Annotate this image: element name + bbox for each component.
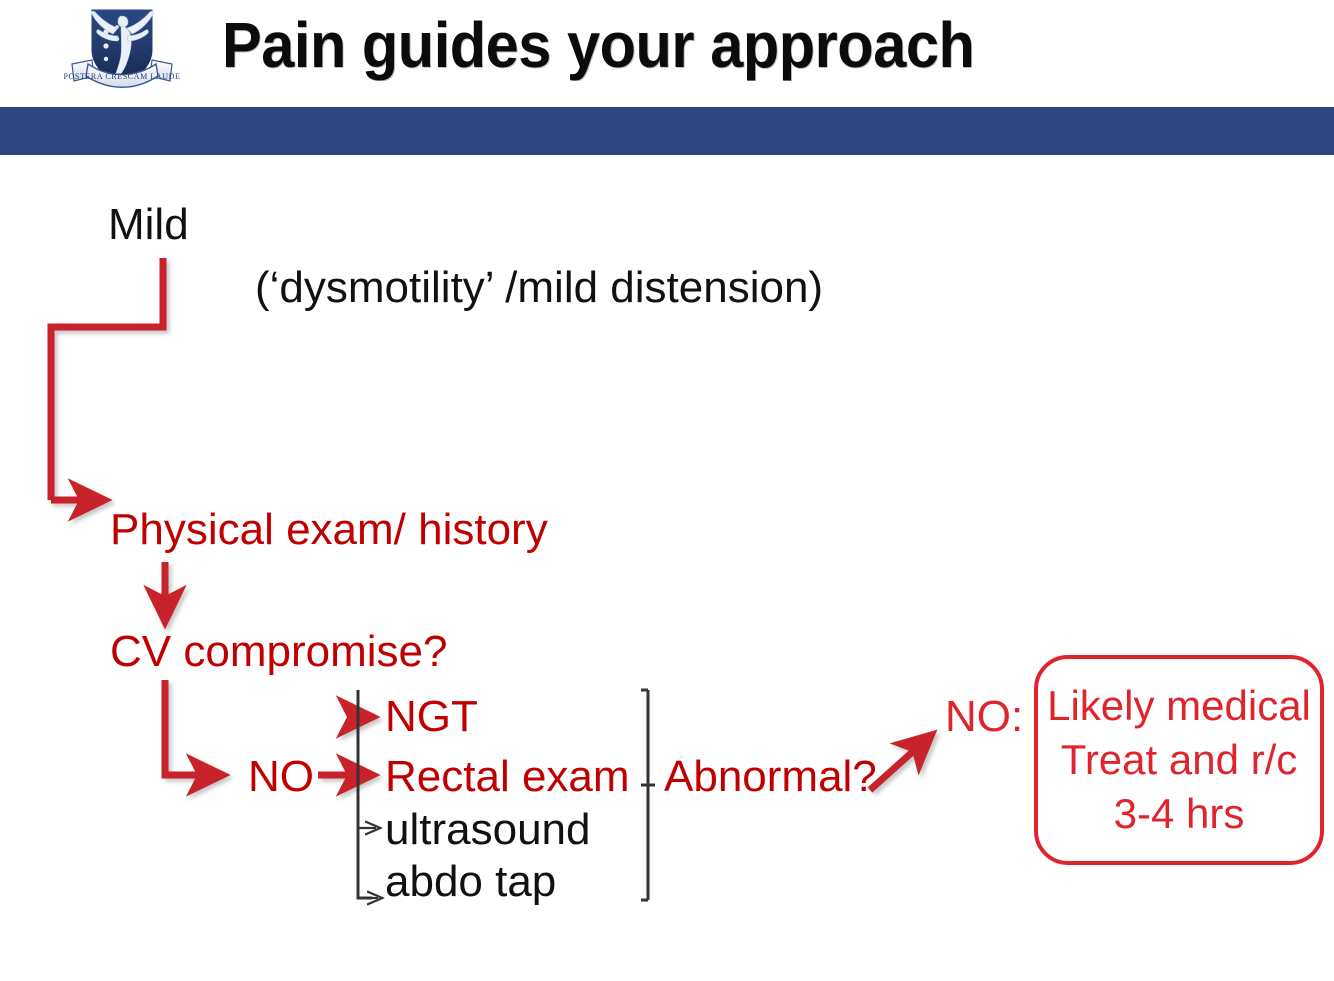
connector-abnormal-to-no <box>867 729 938 793</box>
node-physical-exam: Physical exam/ history <box>110 505 548 554</box>
node-outcome-answer: NO: <box>945 692 1024 741</box>
workup-left-bracket <box>356 690 378 898</box>
flowchart-connectors <box>47 258 938 981</box>
outcome-line-3: 3-4 hrs <box>1113 790 1245 838</box>
workup-right-bracket <box>641 688 655 902</box>
university-crest-icon: POSTERA CRESCAM LAUDE <box>64 2 180 98</box>
flowchart-canvas: Mild (‘dysmotility’ /mild distension) Ph… <box>0 155 1334 981</box>
slide-header: POSTERA CRESCAM LAUDE Pain guides your a… <box>0 0 1334 107</box>
crest-motto-text: POSTERA CRESCAM LAUDE <box>64 72 180 81</box>
page-title: Pain guides your approach <box>222 9 975 81</box>
node-severity: Mild <box>108 200 189 249</box>
node-workup-ngt: NGT <box>385 692 478 741</box>
outcome-box: Likely medical Treat and r/c 3-4 hrs <box>1034 655 1324 865</box>
node-abnormal-question: Abnormal? <box>664 752 877 801</box>
node-workup-abdo-tap: abdo tap <box>385 857 557 906</box>
header-accent-bar <box>0 107 1334 155</box>
outcome-line-2: Treat and r/c <box>1060 735 1298 783</box>
node-workup-rectal-exam: Rectal exam <box>385 752 630 801</box>
connector-mild-to-exam <box>47 258 167 500</box>
connector-cv-to-no <box>161 680 231 797</box>
node-answer-no: NO <box>248 752 314 801</box>
node-cv-compromise: CV compromise? <box>110 627 448 676</box>
node-severity-note: (‘dysmotility’ /mild distension) <box>255 263 824 312</box>
node-workup-ultrasound: ultrasound <box>385 805 591 854</box>
outcome-line-1: Likely medical <box>1047 681 1311 729</box>
